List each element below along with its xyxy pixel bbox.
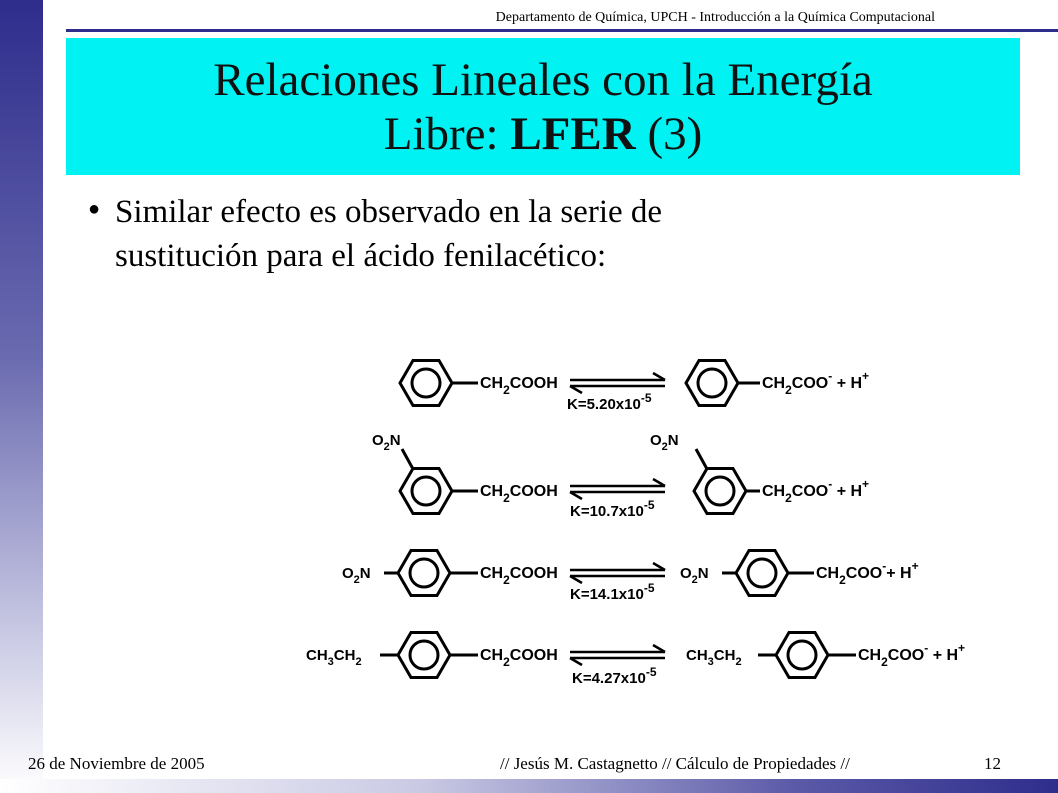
reaction-3: O2N CH2COOH K=14.1x10-5 O2N CH2COO-+ H+ bbox=[342, 549, 919, 603]
title-box: Relaciones Lineales con la Energía Libre… bbox=[66, 38, 1020, 175]
k-label-4: K=4.27x10-5 bbox=[572, 665, 657, 687]
svg-text:CH2COO-+ H+: CH2COO-+ H+ bbox=[816, 559, 919, 587]
reaction-1: CH2COOH K=5.20x10-5 CH2COO- + H+ bbox=[398, 359, 869, 413]
svg-text:O2N: O2N bbox=[372, 432, 401, 453]
slide-header: Departamento de Química, UPCH - Introduc… bbox=[495, 10, 935, 25]
k-label-3: K=14.1x10-5 bbox=[570, 581, 655, 603]
title-suffix: (3) bbox=[635, 107, 703, 160]
page-number: 12 bbox=[984, 754, 1001, 773]
bullet-line-1: Similar efecto es observado en la serie … bbox=[115, 194, 663, 230]
bullet-line-2: sustitución para el ácido fenilacético: bbox=[115, 238, 607, 274]
left-gradient-bar bbox=[0, 0, 43, 793]
bullet-text: Similar efecto es observado en la serie … bbox=[115, 190, 938, 278]
footer-date: 26 de Noviembre de 2005 bbox=[28, 754, 205, 773]
svg-text:CH2COOH: CH2COOH bbox=[480, 565, 558, 587]
svg-text:CH2COOH: CH2COOH bbox=[480, 375, 558, 397]
svg-text:CH2COOH: CH2COOH bbox=[480, 483, 558, 505]
svg-text:CH3CH2: CH3CH2 bbox=[306, 647, 362, 668]
svg-text:CH2COOH: CH2COOH bbox=[480, 647, 558, 669]
svg-text:O2N: O2N bbox=[342, 565, 371, 586]
title-prefix: Libre: bbox=[383, 107, 511, 160]
svg-text:O2N: O2N bbox=[680, 565, 709, 586]
bullet-item: ● Similar efecto es observado en la seri… bbox=[88, 190, 938, 278]
bullet-icon: ● bbox=[88, 198, 101, 220]
k-label-1: K=5.20x10-5 bbox=[567, 391, 652, 413]
svg-text:CH2COO- + H+: CH2COO- + H+ bbox=[762, 369, 869, 397]
bottom-gradient-bar bbox=[0, 779, 1058, 793]
header-divider bbox=[66, 29, 1058, 32]
svg-text:CH3CH2: CH3CH2 bbox=[686, 647, 742, 668]
reaction-2: O2N CH2COOH K=10.7x10-5 O2N CH2COO- + H+ bbox=[372, 432, 869, 520]
svg-text:O2N: O2N bbox=[650, 432, 679, 453]
svg-text:CH2COO- + H+: CH2COO- + H+ bbox=[762, 477, 869, 505]
svg-text:CH2COO- + H+: CH2COO- + H+ bbox=[858, 641, 965, 669]
reaction-scheme: CH2COOH K=5.20x10-5 CH2COO- + H+ O2N CH2… bbox=[306, 359, 965, 687]
k-label-2: K=10.7x10-5 bbox=[570, 498, 655, 520]
title-line-1: Relaciones Lineales con la Energía bbox=[213, 53, 873, 106]
reaction-4: CH3CH2 CH2COOH K=4.27x10-5 CH3CH2 CH2COO… bbox=[306, 631, 965, 687]
footer-author: // Jesús M. Castagnetto // Cálculo de Pr… bbox=[500, 754, 850, 773]
title-line-2: Libre: LFER (3) bbox=[384, 107, 703, 161]
title-bold: LFER bbox=[510, 107, 636, 160]
